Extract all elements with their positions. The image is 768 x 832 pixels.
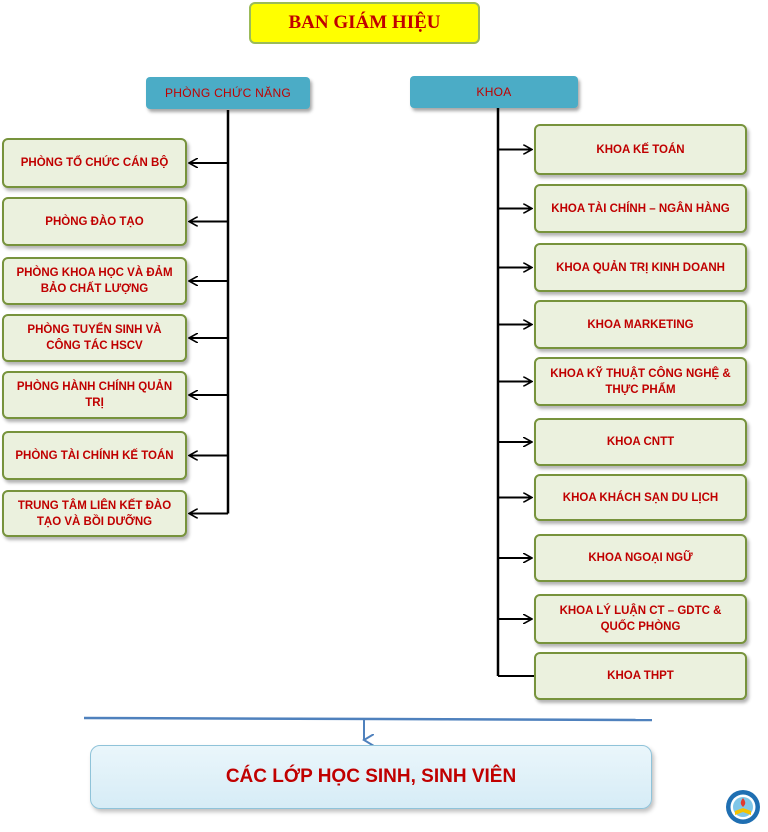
left-unit-box: PHÒNG TUYỂN SINH VÀ CÔNG TÁC HSCV bbox=[2, 314, 187, 362]
right-unit-box: KHOA CNTT bbox=[534, 418, 747, 466]
right-unit-box: KHOA QUẢN TRỊ KINH DOANH bbox=[534, 243, 747, 292]
school-emblem-icon bbox=[726, 790, 760, 824]
right-unit-box: KHOA NGOẠI NGỮ bbox=[534, 534, 747, 582]
right-unit-box: KHOA THPT bbox=[534, 652, 747, 700]
left-connectors bbox=[190, 110, 230, 514]
left-unit-box: PHÒNG TỔ CHỨC CÁN BỘ bbox=[2, 138, 187, 188]
bottom-divider-line bbox=[83, 716, 653, 722]
right-unit-box: KHOA KẾ TOÁN bbox=[534, 124, 747, 175]
faculties-header: KHOA bbox=[410, 76, 578, 108]
left-unit-box: PHÒNG HÀNH CHÍNH QUẢN TRỊ bbox=[2, 371, 187, 419]
right-connectors bbox=[496, 108, 534, 677]
left-unit-box: PHÒNG TÀI CHÍNH KẾ TOÁN bbox=[2, 431, 187, 480]
students-classes-box: CÁC LỚP HỌC SINH, SINH VIÊN bbox=[90, 745, 652, 809]
right-unit-box: KHOA LÝ LUẬN CT – GDTC & QUỐC PHÒNG bbox=[534, 594, 747, 644]
functional-departments-header: PHÒNG CHỨC NĂNG bbox=[146, 77, 310, 109]
right-unit-box: KHOA KỸ THUẬT CÔNG NGHỆ & THỰC PHẨM bbox=[534, 357, 747, 406]
right-unit-box: KHOA MARKETING bbox=[534, 300, 747, 349]
right-unit-box: KHOA KHÁCH SẠN DU LỊCH bbox=[534, 474, 747, 521]
left-unit-box: PHÒNG ĐÀO TẠO bbox=[2, 197, 187, 246]
left-unit-box: TRUNG TÂM LIÊN KẾT ĐÀO TẠO VÀ BỒI DƯỠNG bbox=[2, 490, 187, 537]
left-unit-box: PHÒNG KHOA HỌC VÀ ĐẢM BẢO CHẤT LƯỢNG bbox=[2, 257, 187, 305]
board-of-directors-box: BAN GIÁM HIỆU bbox=[249, 2, 480, 44]
right-unit-box: KHOA TÀI CHÍNH – NGÂN HÀNG bbox=[534, 184, 747, 233]
